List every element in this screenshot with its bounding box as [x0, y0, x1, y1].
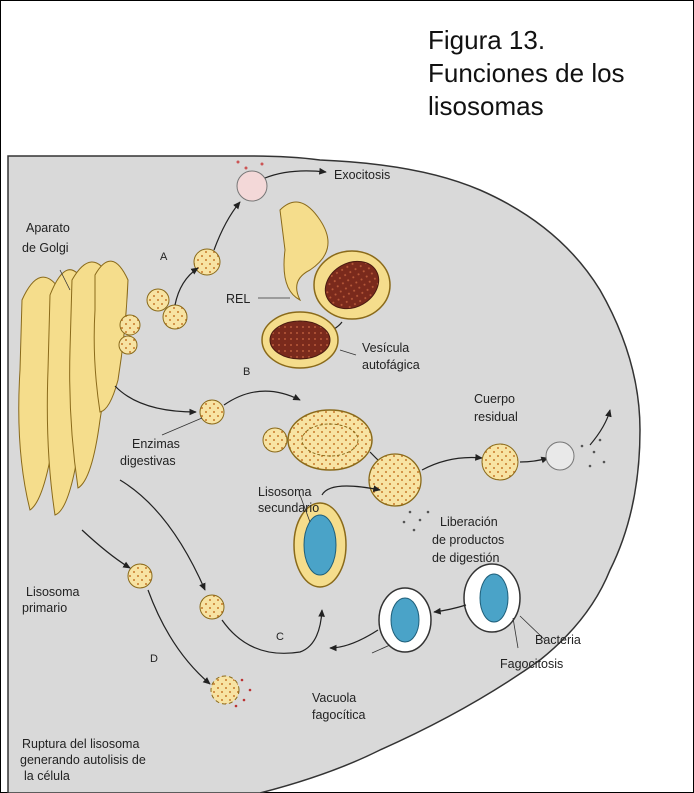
phagocytosed-bacterium [390, 597, 420, 643]
caption-line-3: lisosomas [428, 91, 544, 121]
vesicle-a1 [193, 248, 221, 276]
label-golgi-1: Aparato [26, 221, 70, 235]
caption-line-2: Funciones de los [428, 58, 625, 88]
label-fagocitosis: Fagocitosis [500, 657, 563, 671]
vesicle-a2 [162, 304, 188, 330]
label-ruptura-3: la célula [24, 769, 70, 783]
label-rel: REL [226, 292, 250, 306]
residual-body [481, 443, 519, 481]
label-lis-prim-2: primario [22, 601, 67, 615]
mitochondrion-1 [324, 260, 380, 310]
label-bacteria: Bacteria [535, 633, 581, 647]
large-lysosome [368, 453, 422, 507]
label-vacuola-2: fagocítica [312, 708, 366, 722]
golgi-vesicle [146, 288, 170, 312]
figure-caption: Figura 13. Funciones de los lisosomas [428, 24, 688, 123]
lysosome-diagram: Exocitosis Aparato de Golgi A REL Vesícu… [7, 155, 641, 793]
golgi-apparatus [18, 260, 129, 516]
label-liberacion-1: Liberación [440, 515, 498, 529]
bacteria [479, 573, 509, 623]
label-vesicula-2: autofágica [362, 358, 420, 372]
label-cuerpo-1: Cuerpo [474, 392, 515, 406]
secondary-lysosome [287, 409, 373, 471]
label-letter-b: B [243, 366, 250, 378]
label-exocitosis: Exocitosis [334, 168, 390, 182]
digesting-bacterium [303, 514, 337, 576]
primary-lysosome [127, 563, 153, 589]
label-lis-sec-1: Lisosoma [258, 485, 312, 499]
label-letter-a: A [160, 251, 168, 263]
caption-line-1: Figura 13. [428, 25, 546, 55]
residual-exocytosis [545, 441, 575, 471]
label-vesicula-1: Vesícula [362, 341, 409, 355]
label-ruptura-1: Ruptura del lisosoma [22, 737, 139, 751]
label-golgi-2: de Golgi [22, 241, 69, 255]
label-letter-c: C [276, 631, 284, 643]
label-letter-d: D [150, 653, 158, 665]
label-liberacion-2: de productos [432, 533, 504, 547]
label-enzimas-1: Enzimas [132, 437, 180, 451]
label-ruptura-2: generando autolisis de [20, 753, 146, 767]
label-vacuola-1: Vacuola [312, 691, 356, 705]
mitochondrion-2 [269, 320, 331, 360]
label-enzimas-2: digestivas [120, 454, 176, 468]
label-lis-sec-2: secundario [258, 501, 319, 515]
golgi-vesicle [118, 335, 138, 355]
primary-lysosome-2 [199, 594, 225, 620]
exocytosis-vesicle [236, 170, 268, 202]
digestion-products [402, 510, 430, 532]
ruptured-lysosome [210, 675, 240, 705]
enzyme-vesicle [199, 399, 225, 425]
rel-membrane [279, 201, 329, 302]
label-liberacion-3: de digestión [432, 551, 499, 565]
label-lis-prim-1: Lisosoma [26, 585, 80, 599]
label-cuerpo-2: residual [474, 410, 518, 424]
secondary-lysosome-vesicle [262, 427, 288, 453]
golgi-vesicle [119, 314, 141, 336]
